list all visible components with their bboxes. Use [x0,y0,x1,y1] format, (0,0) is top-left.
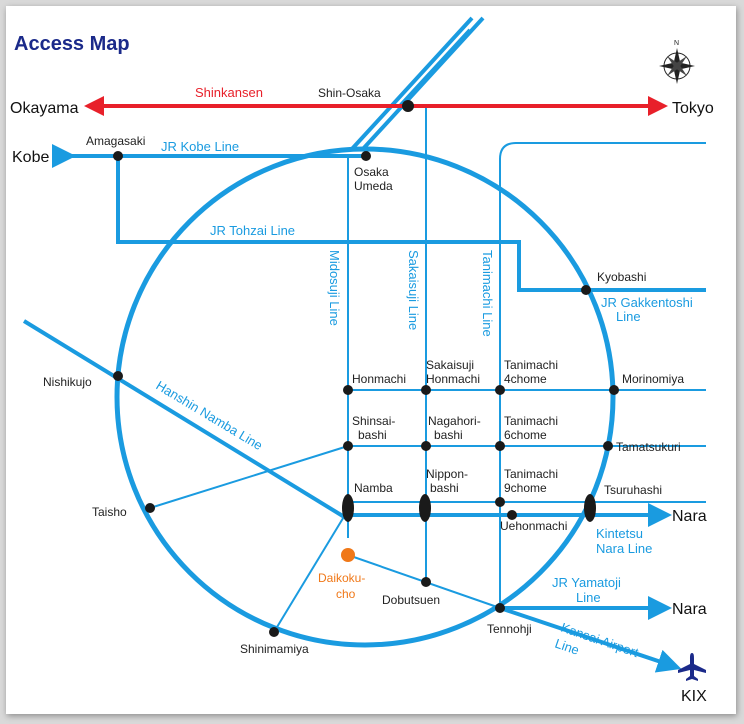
station-dot-amagasaki [113,151,123,161]
station-dot-nagahoribashi [421,441,431,451]
station-label-tanimachi9-2: 9chome [504,481,547,495]
station-dot-dobutsuen [421,577,431,587]
station-label-tanimachi6-1: Tanimachi [504,414,558,428]
diagonal-line-1 [349,16,474,152]
sakaisuji-line-label: Sakaisuji Line [406,250,421,330]
station-label-dobutsuen: Dobutsuen [382,593,440,607]
station-label-uehonmachi: Uehonmachi [500,519,567,533]
kintetsu-line-label-2: Nara Line [596,541,652,556]
yamatoji-line-label-1: JR Yamatoji [552,575,621,590]
station-dot-morinomiya [609,385,619,395]
destination-nara-kintetsu: Nara [672,508,707,525]
station-dot-tanimachi4 [495,385,505,395]
station-dot-sakaisuji-honmachi [421,385,431,395]
station-dot-kyobashi [581,285,591,295]
station-dot-tamatsukuri [603,441,613,451]
station-label-sakaisuji-honmachi-1: Sakaisuji [426,358,474,372]
station-dot-osaka-umeda [361,151,371,161]
diagonal-line-3 [398,28,472,108]
station-label-taisho: Taisho [92,505,127,519]
shinimamiya-line-route [273,509,349,633]
taisho-line-route [149,445,349,509]
station-label-nipponbashi-1: Nippon- [426,467,468,481]
station-dot-namba [342,494,354,522]
station-label-nagahoribashi-2: bashi [434,428,463,442]
destination-tokyo: Tokyo [672,100,714,117]
station-label-osaka-umeda-2: Umeda [354,179,393,193]
station-label-tanimachi9-1: Tanimachi [504,467,558,481]
station-dot-nishikujo [113,371,123,381]
station-label-daikokucho-1: Daikoku- [318,571,365,585]
kansai-airport-line [499,606,682,673]
station-label-amagasaki: Amagasaki [86,134,145,148]
shinkansen-label: Shinkansen [195,85,263,100]
gakkentoshi-line-label-2: Line [616,309,641,324]
tanimachi-line-route [499,142,706,610]
station-dot-honmachi [343,385,353,395]
station-label-shinsaibashi-2: bashi [358,428,387,442]
station-label-daikokucho-2: cho [336,587,356,601]
hanshin-namba-line [22,319,348,520]
station-label-sakaisuji-honmachi-2: Honmachi [426,372,480,386]
station-dot-tanimachi9 [495,497,505,507]
destination-kobe: Kobe [12,149,49,166]
station-dot-daikokucho [341,548,355,562]
airplane-icon [678,653,706,681]
compass-icon: N [659,40,695,84]
map-card [6,6,736,714]
station-label-nagahoribashi-1: Nagahori- [428,414,481,428]
hanshin-namba-line-label: Hanshin Namba Line [153,378,265,453]
station-label-shin-osaka: Shin-Osaka [318,86,381,100]
station-label-namba: Namba [354,481,393,495]
gakkentoshi-line-label-1: JR Gakkentoshi [601,295,693,310]
station-dot-tennohji [495,603,505,613]
station-label-tanimachi4-2: 4chome [504,372,547,386]
station-label-tanimachi6-2: 6chome [504,428,547,442]
jr-kobe-line-label: JR Kobe Line [161,139,239,154]
jr-tohzai-line-label: JR Tohzai Line [210,223,295,238]
yamatoji-line-label-2: Line [576,590,601,605]
station-label-morinomiya: Morinomiya [622,372,684,386]
station-dot-shinsaibashi [343,441,353,451]
station-label-tanimachi4-1: Tanimachi [504,358,558,372]
station-dot-tanimachi6 [495,441,505,451]
station-label-tsuruhashi: Tsuruhashi [604,483,662,497]
station-label-tennohji: Tennohji [487,622,532,636]
station-dot-nipponbashi [419,494,431,522]
station-label-kyobashi: Kyobashi [597,270,646,284]
shinkansen-line [84,96,668,116]
station-label-honmachi: Honmachi [352,372,406,386]
compass-north-label: N [674,40,679,47]
station-label-nishikujo: Nishikujo [43,375,92,389]
destination-nara-jr: Nara [672,601,707,618]
station-label-shinimamiya: Shinimamiya [240,642,309,656]
station-dot-taisho [145,503,155,513]
destination-okayama: Okayama [10,100,79,117]
midosuji-line-label: Midosuji Line [327,250,342,326]
station-dot-tsuruhashi [584,494,596,522]
destination-kix: KIX [681,688,707,705]
station-label-shinsaibashi-1: Shinsai- [352,414,395,428]
station-dot-shinimamiya [269,627,279,637]
station-label-tamatsukuri: Tamatsukuri [616,440,681,454]
map-title: Access Map [14,33,130,55]
station-label-nipponbashi-2: bashi [430,481,459,495]
tanimachi-line-label: Tanimachi Line [480,250,495,337]
station-dot-shin-osaka [402,100,414,112]
kintetsu-line-label-1: Kintetsu [596,526,643,541]
station-label-osaka-umeda-1: Osaka [354,165,389,179]
station-dot-uehonmachi [507,510,517,520]
